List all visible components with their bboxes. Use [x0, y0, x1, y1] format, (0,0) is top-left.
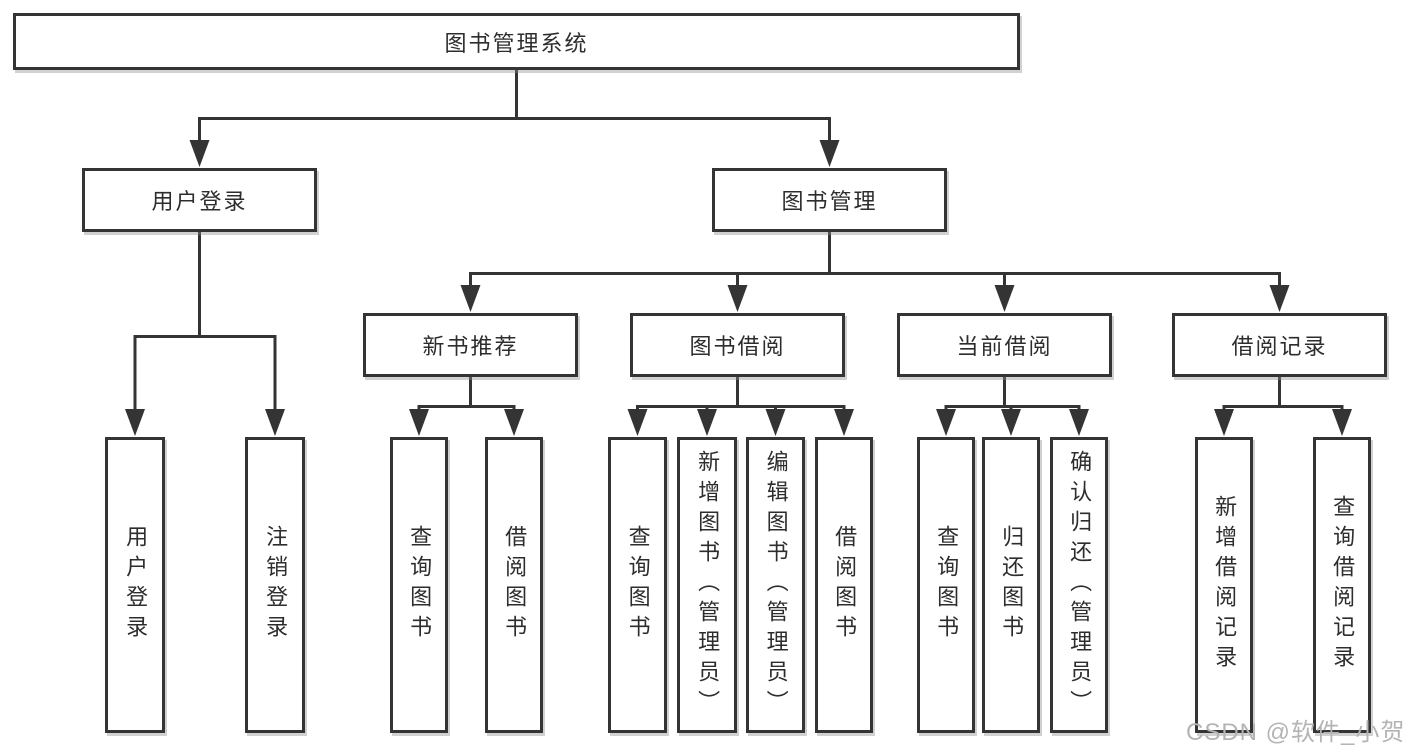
node-borrow-records: 借阅记录 [1172, 313, 1387, 377]
leaf-cb-confirm-return-admin: 确认归还（管理员） [1050, 437, 1108, 733]
leaf-nb-query-books: 查询图书 [390, 437, 448, 733]
leaf-bb-query-books: 查询图书 [608, 437, 667, 733]
connector-current-borrow-children [944, 377, 1081, 413]
leaf-bb-borrow-books: 借阅图书 [815, 437, 873, 733]
connector-borrow-records-children [1222, 377, 1344, 413]
connector-root-to-level2 [198, 70, 831, 142]
node-book-borrow: 图书借阅 [630, 313, 845, 377]
node-library-management-system: 图书管理系统 [13, 13, 1020, 70]
leaf-logout-login: 注销登录 [245, 437, 305, 733]
connector-book-borrow-children [636, 377, 846, 413]
leaf-bb-edit-books-admin: 编辑图书（管理员） [746, 437, 805, 733]
leaf-cb-return-books: 归还图书 [982, 437, 1040, 733]
connector-user-login-children [133, 232, 277, 412]
leaf-br-query-record: 查询借阅记录 [1313, 437, 1371, 733]
connector-new-books-children [417, 377, 516, 413]
leaf-nb-borrow-books: 借阅图书 [485, 437, 543, 733]
watermark: CSDN @软件_小贺同学 [1186, 719, 1405, 746]
leaf-br-add-record: 新增借阅记录 [1195, 437, 1253, 733]
node-current-borrow: 当前借阅 [897, 313, 1112, 377]
leaf-user-login: 用户登录 [105, 437, 165, 733]
leaf-bb-add-books-admin: 新增图书（管理员） [677, 437, 737, 733]
leaf-cb-query-books: 查询图书 [917, 437, 975, 733]
node-new-book-recommend: 新书推荐 [363, 313, 578, 377]
node-book-management: 图书管理 [712, 168, 947, 232]
connector-book-mgmt-to-level3 [469, 232, 1281, 288]
node-user-login: 用户登录 [82, 168, 317, 232]
